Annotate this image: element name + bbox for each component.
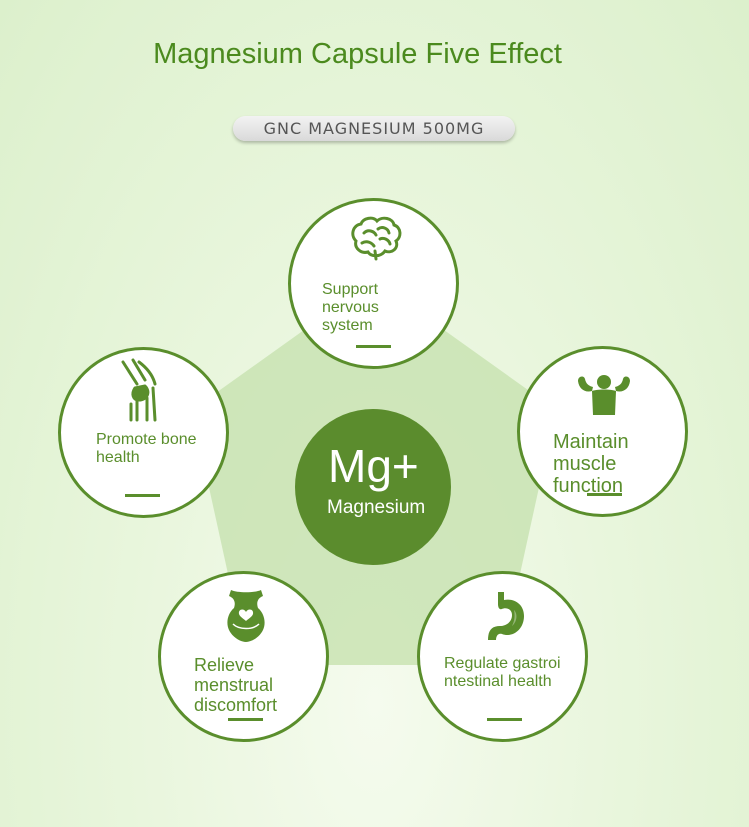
effect-label: Promote bone health (96, 431, 197, 466)
effect-label: Maintain muscle function (553, 431, 629, 497)
stomach-icon (488, 592, 524, 640)
effect-label: Regulate gastrointestinal health (444, 655, 561, 690)
effect-bone-health: Promote bone health (58, 347, 229, 518)
magnesium-name: Magnesium (327, 497, 426, 518)
page-title: Magnesium Capsule Five Effect (153, 38, 562, 70)
center-magnesium-circle: Mg+ Magnesium (295, 409, 451, 565)
effect-muscle-function: Maintain muscle function (517, 346, 688, 517)
effect-nervous-system: Support nervous system (288, 198, 459, 369)
label-underline (125, 494, 160, 497)
label-underline (587, 493, 622, 496)
effect-label: Support nervous system (322, 281, 379, 334)
label-underline (228, 718, 263, 721)
brain-icon (351, 216, 402, 261)
product-badge: GNC MAGNESIUM 500MG (233, 116, 515, 141)
effect-gastrointestinal-health: Regulate gastrointestinal health (417, 571, 588, 742)
effect-label: Relieve menstrual discomfort (194, 655, 278, 715)
uterus-icon (227, 590, 265, 642)
effect-menstrual-discomfort: Relieve menstrual discomfort (158, 571, 329, 742)
knee-bone-icon (121, 358, 157, 422)
label-underline (487, 718, 522, 721)
label-underline (356, 345, 391, 348)
magnesium-symbol: Mg+ (328, 440, 419, 492)
muscle-icon (578, 375, 630, 415)
